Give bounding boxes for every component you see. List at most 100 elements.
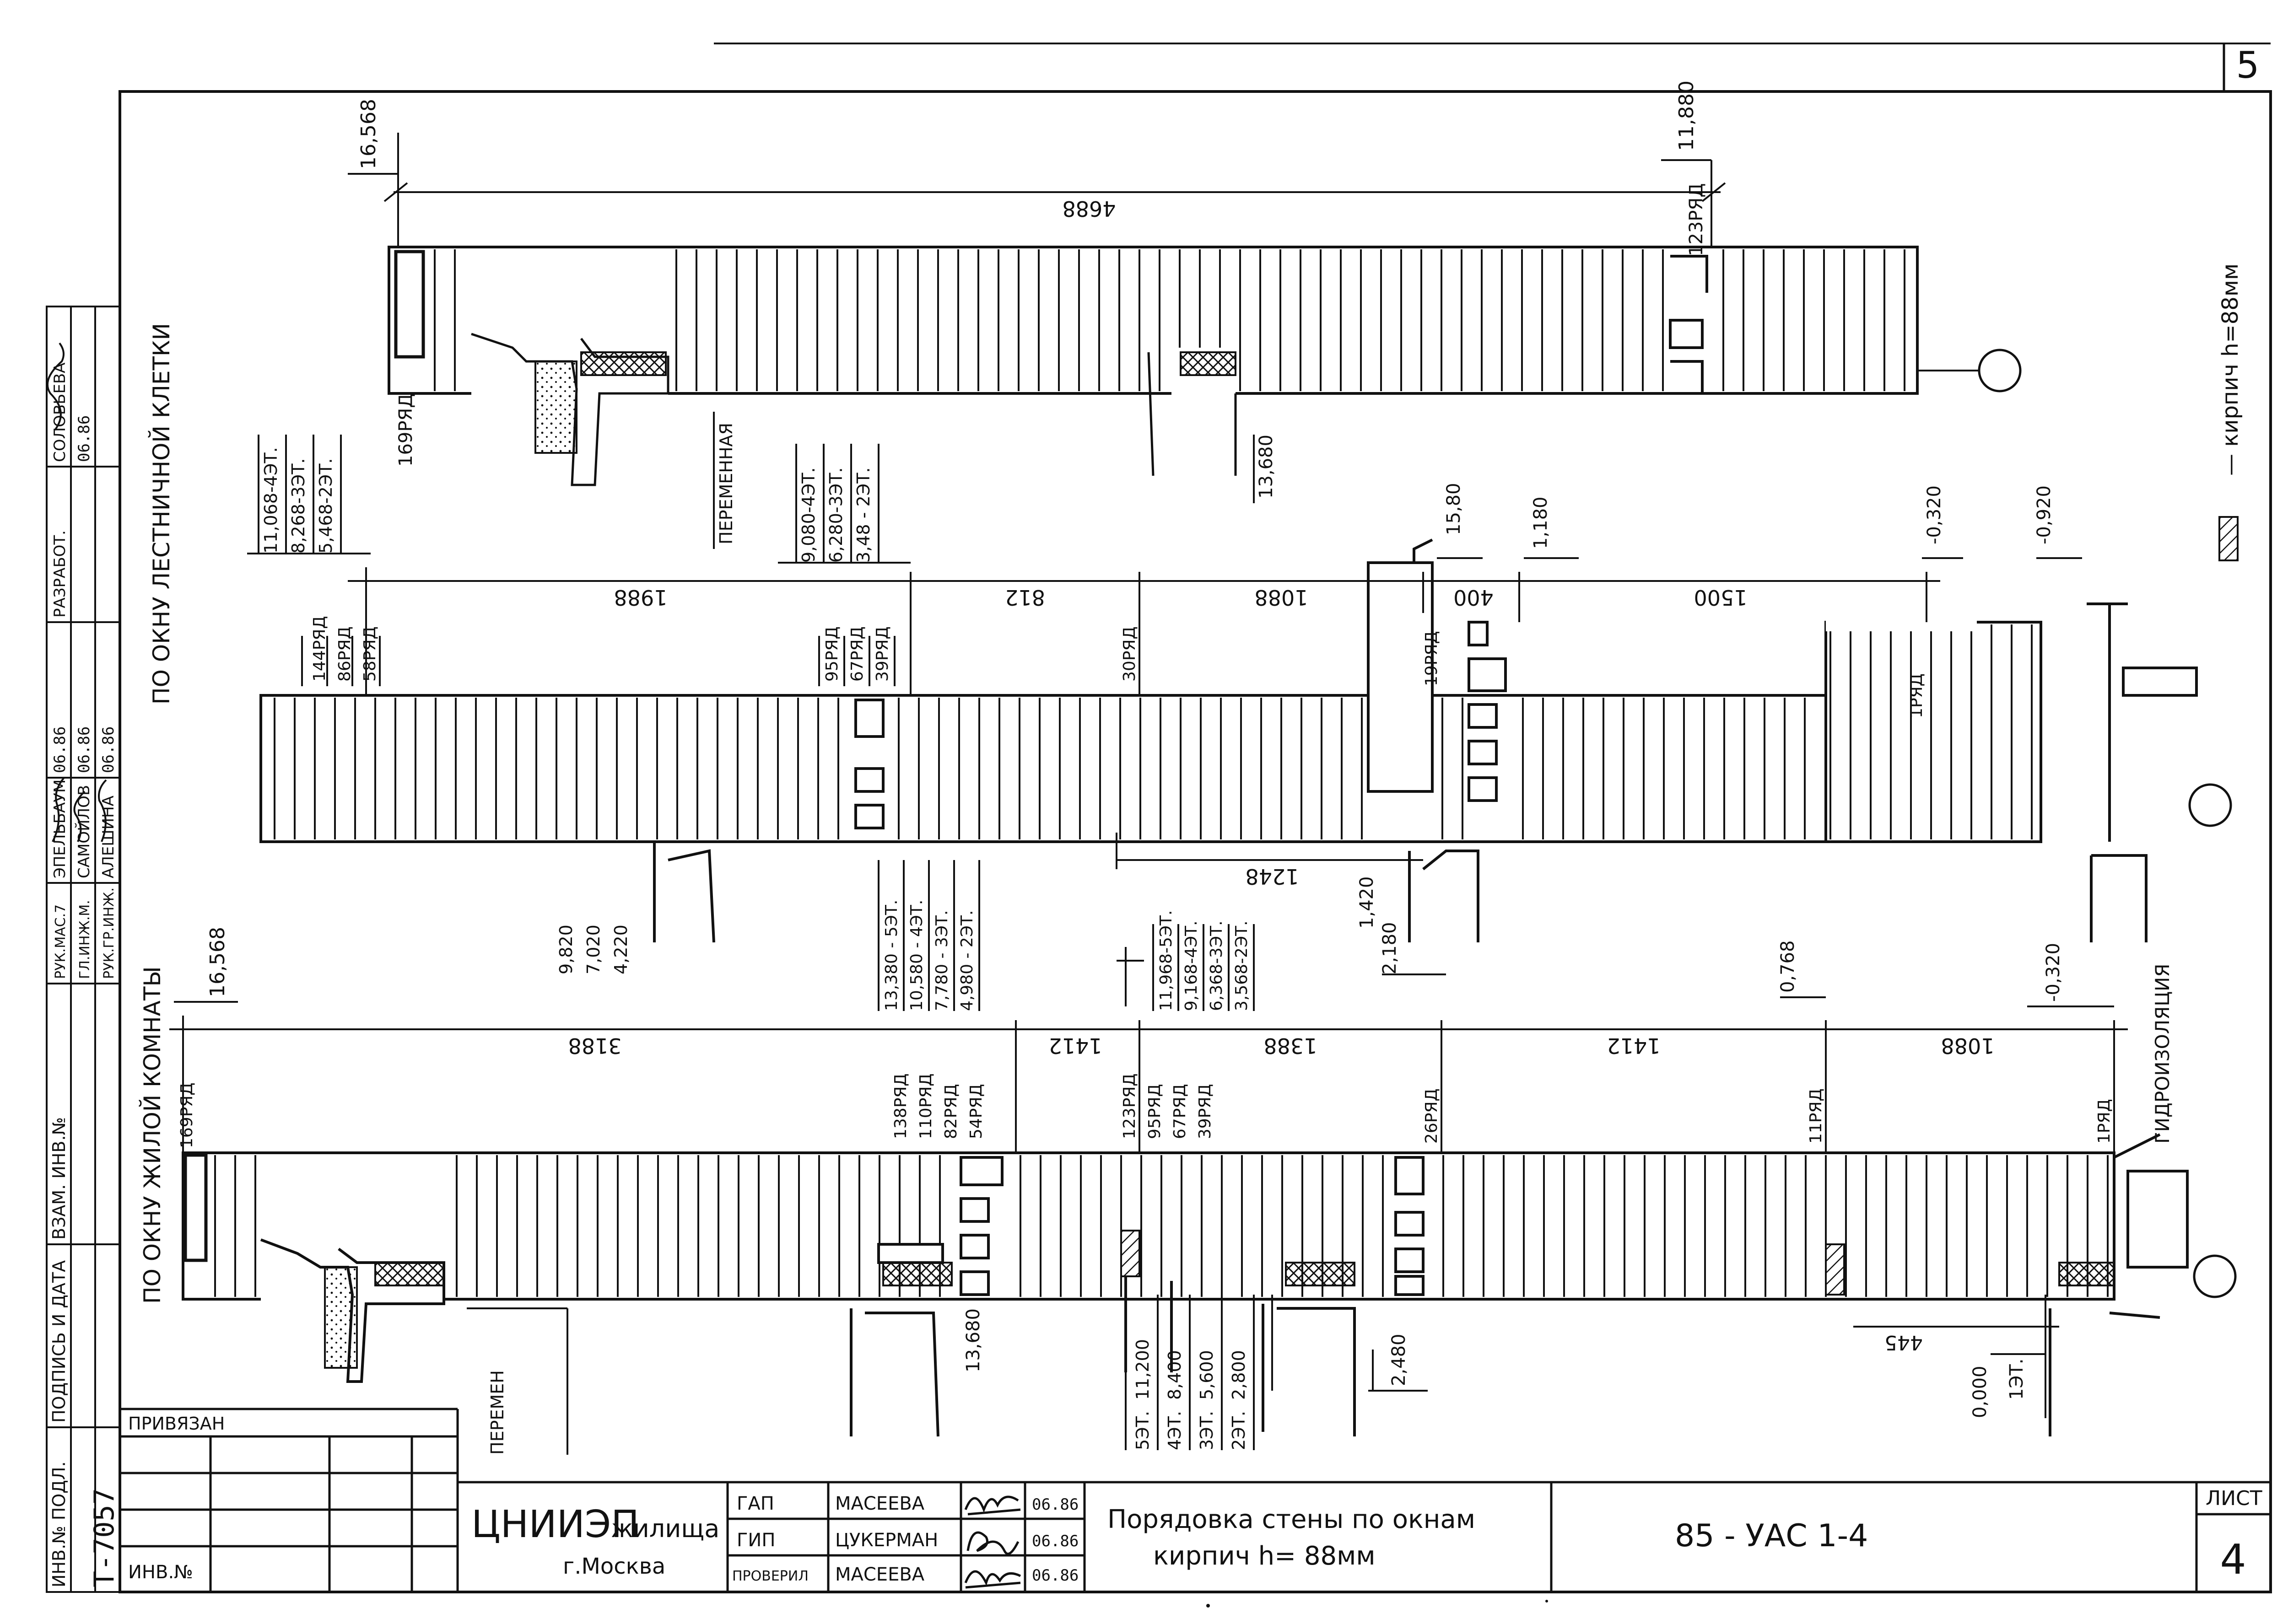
bottom-lintel-2 bbox=[882, 1262, 953, 1286]
mid-floor-b-7020: 7,020 bbox=[583, 925, 604, 974]
bot-dim-1412a: 1412 bbox=[1048, 1033, 1102, 1058]
section-title-stair: ПО ОКНУ ЛЕСТНИЧНОЙ КЛЕТКИ bbox=[148, 323, 175, 704]
stamp-date-3: 06.86 bbox=[99, 726, 118, 773]
margin-label-inv: ИНВ.№ ПОДЛ. bbox=[49, 1461, 69, 1587]
mid-row-1: 1РЯД bbox=[1907, 673, 1926, 718]
top-elev-left: 16,568 bbox=[357, 99, 380, 169]
top-rows-left: 169РЯД bbox=[395, 393, 416, 467]
bot-label-variable: ПЕРЕМЕН bbox=[487, 1370, 507, 1455]
top-floor-4: 9,080-4ЭТ. bbox=[799, 468, 819, 563]
bot-elev-2480: 2,480 bbox=[1388, 1334, 1409, 1386]
middle-sills bbox=[653, 842, 2148, 943]
top-dimension-line bbox=[348, 133, 1726, 247]
mid-dim-1088: 1088 bbox=[1254, 585, 1308, 610]
bot-row-11: 11РЯД bbox=[1807, 1088, 1825, 1144]
page-number: 5 bbox=[2236, 44, 2260, 86]
middle-elevs-right: 15,80 1,180 -0,320 -0,920 1,420 bbox=[1356, 483, 2055, 929]
middle-floors-left: 11,068-4ЭТ. 8,268-3ЭТ. 5,468-2ЭТ. bbox=[261, 447, 336, 554]
org-name: ЦНИИЭП bbox=[471, 1503, 639, 1546]
signature-table: ГАП ГИП ПРОВЕРИЛ МАСЕЕВА ЦУКЕРМАН МАСЕЕВ… bbox=[732, 1493, 1079, 1585]
bottom-sill-levels: 5ЭТ. 4ЭТ. 3ЭТ. 2ЭТ. 11,200 8,400 5,600 2… bbox=[1133, 1339, 1249, 1450]
left-margin-stamp bbox=[46, 306, 121, 1593]
middle-wall-courses bbox=[274, 624, 2033, 839]
bottom-wall-courses bbox=[214, 1155, 2109, 1297]
bottom-dimension-line bbox=[169, 1001, 2128, 1153]
mid-dim-1988: 1988 bbox=[614, 585, 667, 610]
sill-floor-5: 5ЭТ. bbox=[1133, 1411, 1153, 1450]
bot-floor-b-2: 3,568-2ЭТ. bbox=[1232, 920, 1251, 1011]
mid-dim-400: 400 bbox=[1453, 585, 1494, 610]
mid-elev-1580: 15,80 bbox=[1443, 483, 1464, 535]
bottom-lintel-4 bbox=[2058, 1262, 2115, 1286]
bottom-floors-b: 11,968-5ЭТ. 9,168-4ЭТ. 6,368-3ЭТ. 3,568-… bbox=[1157, 910, 1251, 1011]
list-label: ЛИСТ bbox=[2206, 1487, 2262, 1510]
top-rows-right: 123РЯД bbox=[1686, 183, 1707, 256]
sig-date-2: 06.86 bbox=[1032, 1532, 1079, 1550]
bottom-hatch-1 bbox=[1120, 1230, 1140, 1277]
mid-floor-2: 5,468-2ЭТ. bbox=[316, 458, 336, 554]
top-wall-window-jamb bbox=[1669, 255, 1708, 393]
stamp-date-4: 06.86 bbox=[75, 415, 93, 462]
sig-name-2: ЦУКЕРМАН bbox=[835, 1530, 938, 1551]
stamp-date-1: 06.86 bbox=[51, 726, 69, 773]
stamp-name-1: ЭПЕЛЬБАУМ bbox=[51, 780, 69, 878]
mid-floor-3: 8,268-3ЭТ. bbox=[288, 458, 308, 554]
top-floor-2: 3,48 - 2ЭТ. bbox=[853, 468, 874, 563]
bot-rows-95: 95РЯД bbox=[1145, 1084, 1164, 1139]
bot-floor-a-3: 7,780 - 3ЭТ. bbox=[933, 910, 951, 1011]
middle-wall-window-blocks bbox=[854, 621, 1507, 829]
bot-rows-138: 138РЯД bbox=[891, 1073, 910, 1139]
top-wall-masonry bbox=[388, 246, 1919, 395]
middle-wall-openings bbox=[1367, 538, 2198, 842]
sig-role-3: ПРОВЕРИЛ bbox=[732, 1568, 809, 1584]
middle-wall-outline bbox=[259, 621, 2042, 843]
top-lintel-left bbox=[580, 351, 667, 376]
sill-floor-3: 3ЭТ. bbox=[1197, 1411, 1217, 1450]
mid-floor-b-4220: 4,220 bbox=[611, 925, 631, 974]
sig-role-2: ГИП bbox=[737, 1530, 775, 1551]
bottom-rows: 169РЯД 138РЯД 110РЯД 82РЯД 54РЯД 123РЯД … bbox=[178, 1073, 2114, 1148]
middle-dimension-line bbox=[348, 567, 1940, 869]
org-suffix: жилища bbox=[611, 1514, 719, 1543]
mid-elev-1180: 1,180 bbox=[1530, 496, 1551, 549]
bot-floor-b-5: 11,968-5ЭТ. bbox=[1157, 910, 1176, 1011]
legend-text: — кирпич h=88мм bbox=[2218, 263, 2243, 476]
mid-dim-1500: 1500 bbox=[1694, 585, 1747, 610]
top-dim-4688: 4688 bbox=[1062, 196, 1116, 221]
bot-floor-a-5: 13,380 - 5ЭТ. bbox=[882, 900, 901, 1011]
top-elev-13680: 13,680 bbox=[1256, 435, 1277, 499]
mid-rows-39: 39РЯД bbox=[873, 626, 892, 682]
bot-floor-a-2: 4,980 - 2ЭТ. bbox=[958, 910, 977, 1011]
bot-rows-54: 54РЯД bbox=[967, 1084, 986, 1139]
mid-rows-67: 67РЯД bbox=[848, 626, 867, 682]
mid-rows-58: 58РЯД bbox=[361, 626, 379, 682]
top-wall: 16,568 11,880 4688 169РЯД 123РЯД ПЕРЕМЕН… bbox=[348, 81, 2022, 564]
bot-elev-13680: 13,680 bbox=[963, 1308, 984, 1372]
mid-dim-1248: 1248 bbox=[1245, 864, 1299, 889]
axis-marker-middle bbox=[2188, 783, 2232, 827]
sig-date-3: 06.86 bbox=[1032, 1566, 1079, 1585]
bot-floor-1: 1ЭТ. bbox=[2006, 1358, 2027, 1400]
signature-scribbles-margin bbox=[46, 342, 107, 842]
bot-dim-1412b: 1412 bbox=[1607, 1033, 1660, 1058]
middle-rows: 144РЯД 86РЯД 58РЯД 95РЯД 67РЯД 39РЯД 30Р… bbox=[310, 616, 1926, 718]
top-floor-levels: 9,080-4ЭТ. 6,280-3ЭТ. 3,48 - 2ЭТ. bbox=[799, 468, 874, 563]
mid-elev-0320: -0,320 bbox=[1924, 485, 1945, 544]
margin-label-replace: ВЗАМ. ИНВ.№ bbox=[49, 1117, 69, 1240]
bound-label: ПРИВЯЗАН bbox=[128, 1414, 225, 1434]
bot-rows-39: 39РЯД bbox=[1196, 1084, 1214, 1139]
mid-rows-95: 95РЯД bbox=[823, 626, 842, 682]
signature-scribbles bbox=[964, 1495, 1021, 1589]
bottom-hatch-2 bbox=[1825, 1243, 1845, 1296]
list-number: 4 bbox=[2220, 1536, 2246, 1584]
mid-floor-b-9820: 9,820 bbox=[556, 925, 576, 974]
document-code: 85 - УАС 1-4 bbox=[1675, 1518, 1868, 1554]
bot-elev-0000: 0,000 bbox=[1970, 1366, 1991, 1418]
title-block bbox=[120, 1408, 2271, 1592]
stamp-role-1: РУК.МАС.7 bbox=[53, 904, 69, 979]
sill-elev-2: 2,800 bbox=[1229, 1350, 1249, 1400]
bottom-concrete bbox=[324, 1266, 358, 1369]
bottom-wall: 16,568 3188 1412 1388 1412 1088 13,380 -… bbox=[169, 860, 2237, 1455]
inv-label: ИНВ.№ bbox=[128, 1562, 193, 1583]
stamp-date-2: 06.86 bbox=[75, 726, 93, 773]
